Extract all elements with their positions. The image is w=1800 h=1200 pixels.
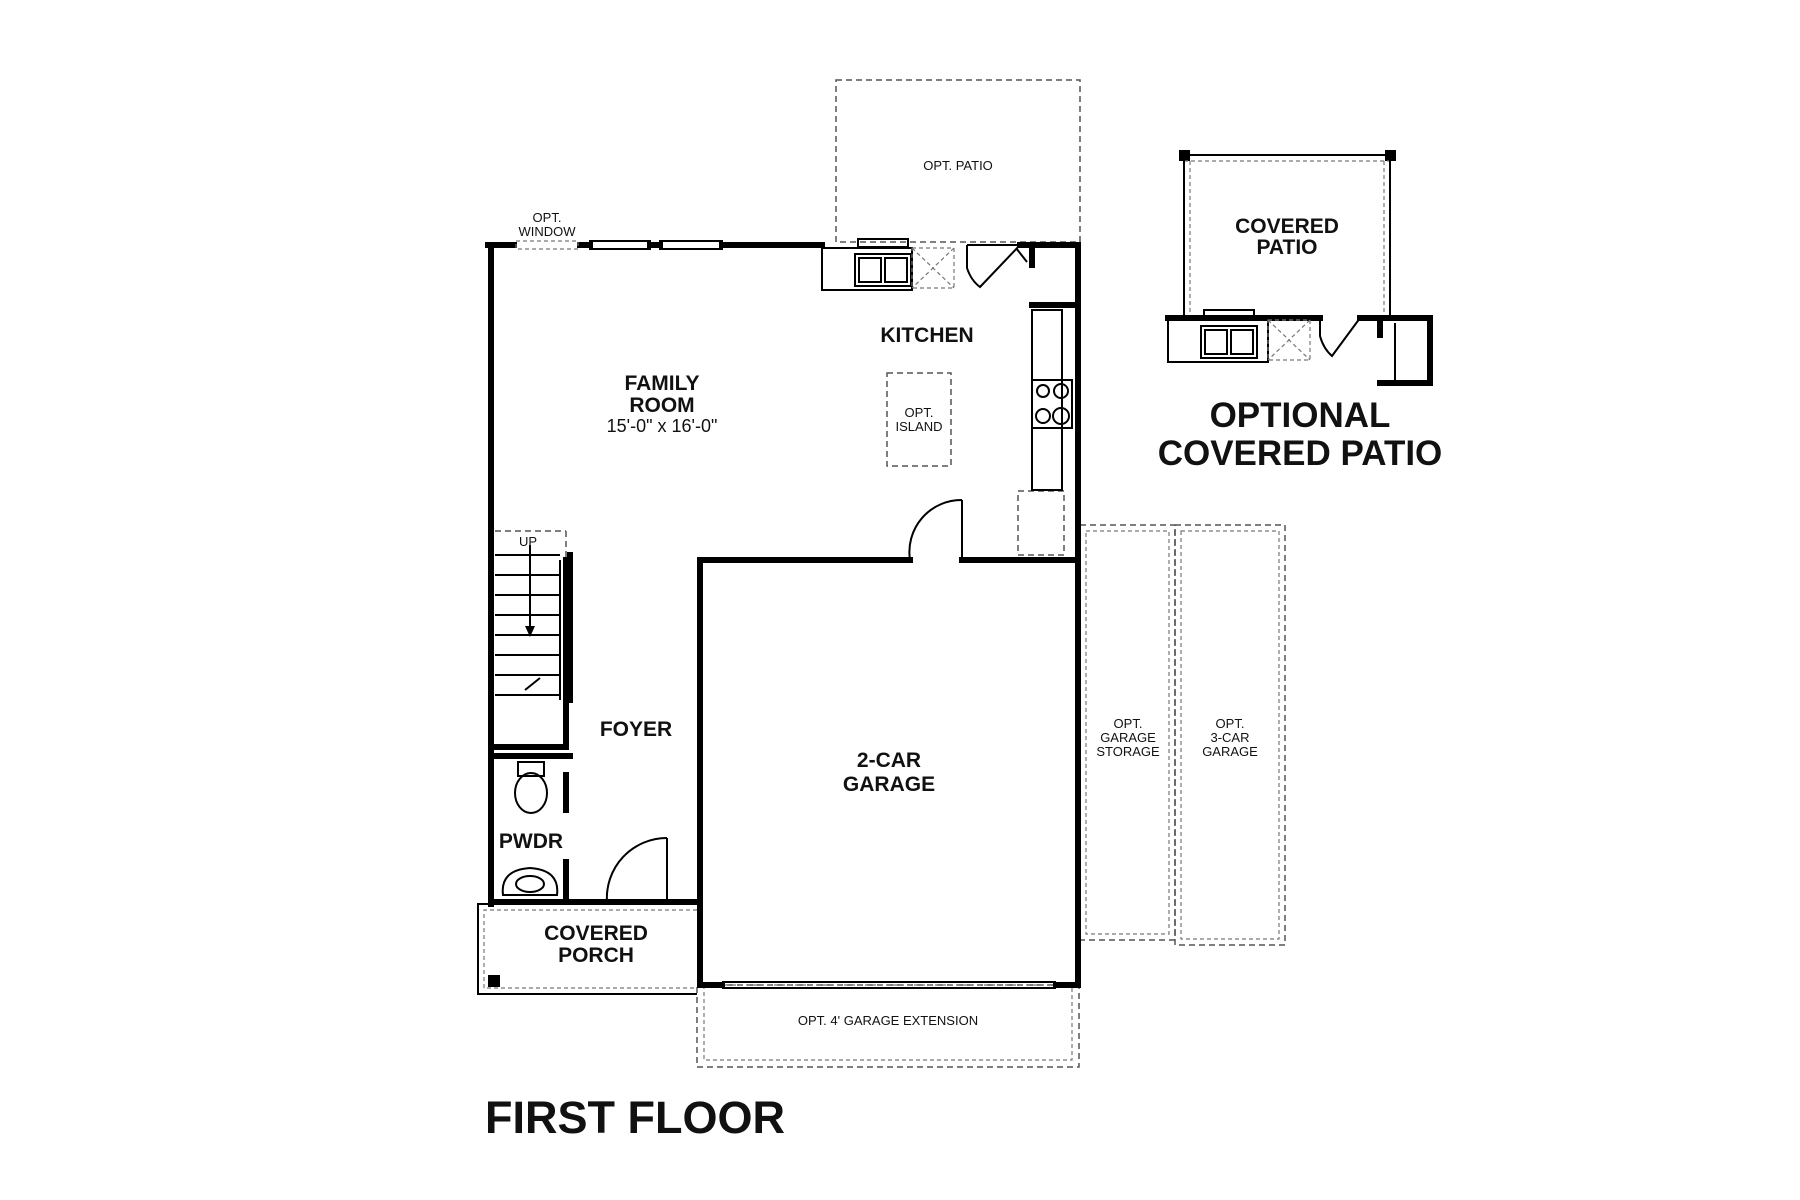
opt-3car-label-3: GARAGE [1202,744,1258,759]
range-cooktop [1031,379,1073,429]
opt-patio-outline [835,79,1081,243]
covered-porch-label-1: COVERED [544,922,648,945]
garage-entry-door [908,498,963,561]
interior-walls [488,242,1081,905]
side-counter [1031,309,1063,491]
opt-garage-extension-outline [696,984,1080,1068]
opt-window [515,240,579,250]
covered-porch-label-2: PORCH [558,944,634,967]
stairs [495,545,573,703]
opt-garage-storage-label-2: GARAGE [1100,730,1156,745]
optional-areas [495,79,1286,1068]
kitchen-label: KITCHEN [880,324,973,347]
plan-title: FIRST FLOOR [485,1092,785,1143]
opt-window-label-1: OPT. [533,210,562,225]
opt-island-outline [886,372,952,467]
opt-3car-label-2: 3-CAR [1210,730,1249,745]
dishwasher [911,247,955,289]
garage-label-2: GARAGE [843,773,935,796]
opt-3car-garage-outline [1174,524,1286,946]
appliance-outline [1017,490,1065,556]
optional-covered-patio-inset [1165,150,1433,386]
kitchen-fixtures [821,238,1073,491]
opt-island-label-2: ISLAND [896,419,943,434]
labels: OPT. PATIO OPT. WINDOW KITCHEN FAMILY RO… [485,158,1442,1143]
inset-caption-2: COVERED PATIO [1158,434,1443,473]
toilet [514,761,548,814]
inset-room-label-1: COVERED [1235,215,1339,238]
inset-room-label-2: PATIO [1256,236,1317,259]
opt-garage-storage-label-1: OPT. [1114,716,1143,731]
exterior-walls [485,242,1081,989]
opt-patio-label: OPT. PATIO [923,158,993,173]
front-door [605,836,668,903]
family-room-label-1: FAMILY [624,372,699,395]
windows [515,240,723,250]
opt-3car-label-1: OPT. [1216,716,1245,731]
family-room-label-2: ROOM [629,394,694,417]
opt-island-label-1: OPT. [905,405,934,420]
vanity-sink [501,866,559,896]
stair-top-outline [495,530,567,560]
doors [605,244,1028,903]
powder-label: PWDR [499,830,563,853]
opt-garage-storage-label-3: STORAGE [1096,744,1160,759]
pantry-door [966,244,1028,289]
foyer-label: FOYER [600,718,672,741]
powder-fixtures [501,761,559,896]
garage-label-1: 2-CAR [857,749,921,772]
kitchen-sink [854,238,912,287]
opt-window-label-2: WINDOW [518,224,576,239]
inset-caption-1: OPTIONAL [1210,396,1391,435]
opt-garage-extension-label: OPT. 4' GARAGE EXTENSION [798,1013,978,1028]
stairs-up-label: UP [519,534,537,549]
family-room-dimensions: 15'-0" x 16'-0" [607,416,718,436]
